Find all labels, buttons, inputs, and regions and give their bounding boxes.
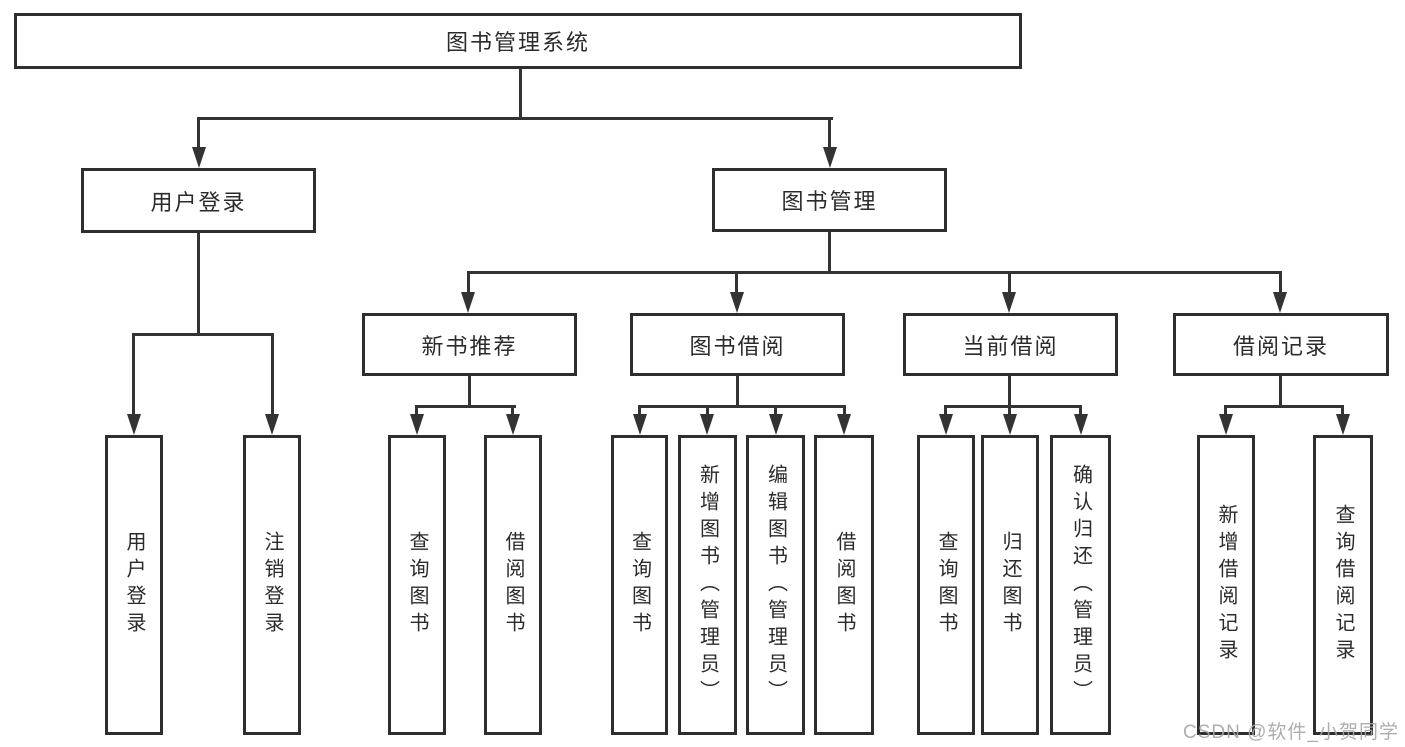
node-label: 当前借阅	[962, 333, 1059, 359]
leaf-current-query-book: 查询图书	[917, 435, 975, 735]
leaf-label: 归还图书	[999, 531, 1021, 639]
connector-drop-login	[132, 333, 135, 415]
leaf-current-return-book: 归还图书	[981, 435, 1039, 735]
node-user-login: 用户登录	[81, 168, 316, 233]
arrow-head	[265, 414, 279, 435]
node-new-book-rec: 新书推荐	[362, 313, 577, 376]
connector-drop-leaf	[638, 405, 641, 417]
leaf-borrow-add-book-admin: 新增图书（管理员）	[678, 435, 737, 735]
leaf-label: 用户登录	[123, 531, 145, 639]
arrow-head	[823, 147, 837, 168]
arrow-head	[1336, 414, 1350, 435]
arrow-head	[410, 414, 424, 435]
leaf-borrow-query-book: 查询图书	[611, 435, 668, 735]
connector-drop-leaf	[415, 405, 418, 417]
leaf-borrow-edit-book-admin: 编辑图书（管理员）	[746, 435, 805, 735]
node-book-borrow: 图书借阅	[630, 313, 845, 376]
arrow-head	[633, 414, 647, 435]
connector-drop-leaf	[706, 405, 709, 417]
node-borrow-records: 借阅记录	[1173, 313, 1389, 376]
connector-book-mgmt-split	[467, 271, 1282, 274]
leaf-records-query-record: 查询借阅记录	[1313, 435, 1373, 735]
connector-drop-logout	[271, 333, 274, 415]
arrow-head	[730, 292, 744, 313]
node-book-mgmt: 图书管理	[712, 168, 947, 232]
connector-user-login-stem	[197, 233, 200, 336]
connector-drop-leaf	[1341, 405, 1344, 417]
leaf-current-confirm-return-admin: 确认归还（管理员）	[1050, 435, 1111, 735]
arrow-head	[1074, 414, 1088, 435]
connector-drop-current-borrow	[1008, 271, 1011, 295]
connector-drop-leaf	[1224, 405, 1227, 417]
connector-drop-leaf	[1079, 405, 1082, 417]
arrow-head	[127, 414, 141, 435]
arrow-head	[461, 292, 475, 313]
connector-current-borrow-split	[944, 405, 1082, 408]
connector-drop-book-borrow	[735, 271, 738, 295]
arrow-head	[1273, 292, 1287, 313]
connector-drop-new-book-rec	[467, 271, 470, 295]
node-label: 图书管理	[781, 189, 878, 214]
connector-borrow-records-split	[1224, 405, 1344, 408]
leaf-label: 查询借阅记录	[1332, 504, 1354, 666]
connector-borrow-records-stem	[1279, 376, 1282, 407]
arrow-head	[769, 414, 783, 435]
connector-drop-leaf	[511, 405, 514, 417]
connector-current-borrow-stem	[1008, 376, 1011, 407]
leaf-borrow-borrow-book: 借阅图书	[814, 435, 874, 735]
node-root-system: 图书管理系统	[14, 13, 1022, 69]
arrow-head	[939, 414, 953, 435]
node-label: 新书推荐	[421, 333, 518, 359]
leaf-label: 新增借阅记录	[1215, 504, 1237, 666]
leaf-label: 借阅图书	[502, 531, 524, 639]
leaf-user-login: 用户登录	[105, 435, 163, 735]
connector-new-book-rec-split	[415, 405, 516, 408]
leaf-label: 注销登录	[261, 531, 283, 639]
leaf-records-add-record: 新增借阅记录	[1197, 435, 1255, 735]
leaf-label: 编辑图书（管理员）	[764, 463, 787, 707]
arrow-head	[1002, 292, 1016, 313]
arrow-head	[837, 414, 851, 435]
leaf-label: 确认归还（管理员）	[1069, 463, 1092, 707]
connector-drop-leaf	[1008, 405, 1011, 417]
node-label: 借阅记录	[1232, 333, 1329, 359]
node-label: 图书管理系统	[445, 30, 590, 55]
connector-root-stem	[519, 68, 522, 120]
leaf-label: 查询图书	[406, 531, 428, 639]
leaf-label: 查询图书	[628, 531, 651, 639]
connector-user-login-split	[132, 333, 274, 336]
leaf-label: 查询图书	[935, 531, 957, 639]
connector-root-split	[197, 117, 833, 120]
watermark: CSDN @软件_小贺同学	[1183, 722, 1399, 743]
node-label: 图书借阅	[689, 333, 786, 359]
node-label: 用户登录	[150, 189, 247, 215]
connector-drop-borrow-records	[1279, 271, 1282, 295]
leaf-label: 新增图书（管理员）	[696, 463, 719, 707]
connector-drop-user-login	[197, 117, 200, 152]
connector-book-borrow-stem	[736, 376, 739, 407]
arrow-head	[192, 147, 206, 168]
connector-drop-leaf	[774, 405, 777, 417]
connector-drop-book-mgmt	[828, 117, 831, 152]
connector-drop-leaf	[843, 405, 846, 417]
leaf-logout: 注销登录	[243, 435, 301, 735]
connector-book-borrow-split	[638, 405, 846, 408]
arrow-head	[1219, 414, 1233, 435]
node-current-borrow: 当前借阅	[903, 313, 1118, 376]
arrow-head	[1003, 414, 1017, 435]
leaf-rec-borrow-book: 借阅图书	[484, 435, 542, 735]
leaf-label: 借阅图书	[833, 531, 855, 639]
arrow-head	[506, 414, 520, 435]
arrow-head	[700, 414, 714, 435]
connector-book-mgmt-stem	[828, 232, 831, 273]
connector-new-book-rec-stem	[468, 376, 471, 407]
connector-drop-leaf	[944, 405, 947, 417]
leaf-rec-query-book: 查询图书	[388, 435, 446, 735]
